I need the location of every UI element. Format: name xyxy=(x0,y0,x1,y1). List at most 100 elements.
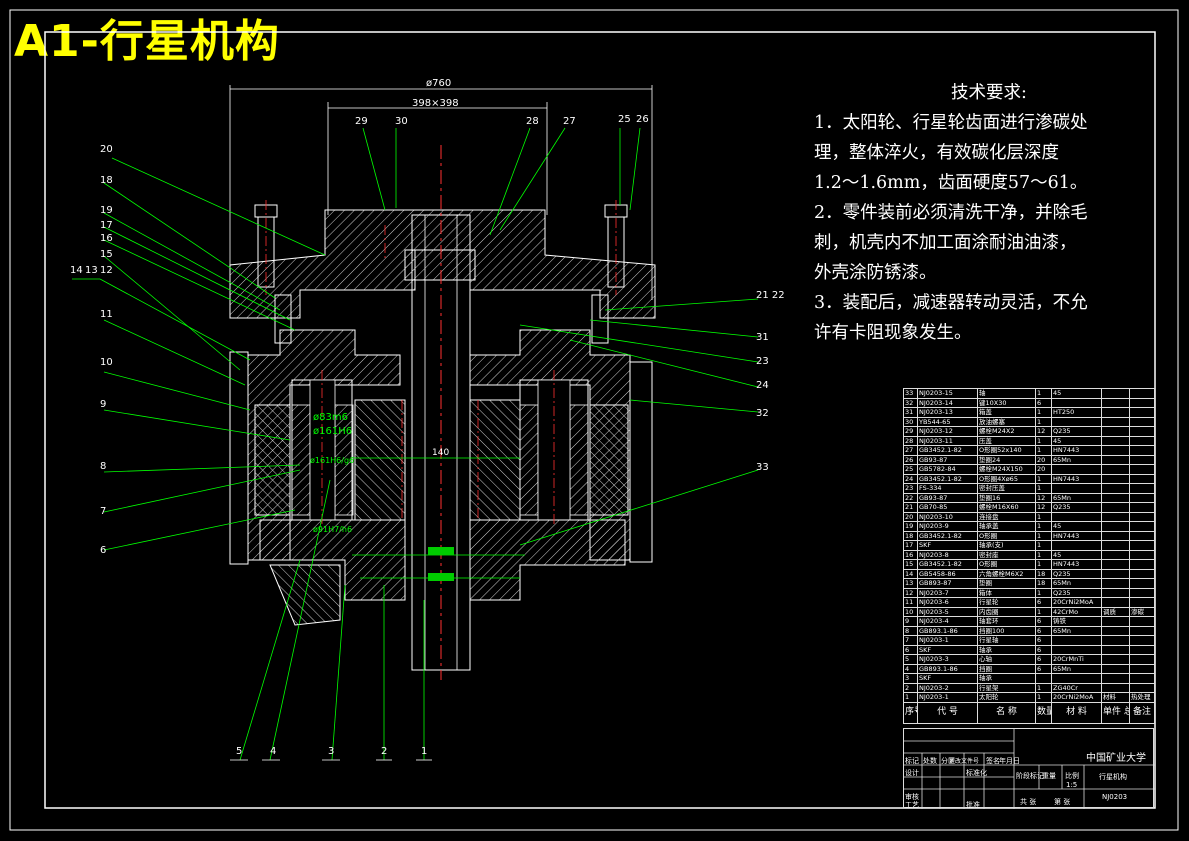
bom-cell xyxy=(1051,483,1102,494)
outer-border xyxy=(9,9,1179,831)
part-label-23: 23 xyxy=(756,356,769,367)
bom-cell: 行星轴 xyxy=(977,635,1036,646)
design-label: 设计 xyxy=(905,769,919,777)
bom-cell: 密封座 xyxy=(977,549,1036,560)
bom-cell: O形圈52x140 xyxy=(977,445,1036,456)
bom-header-cell: 名 称 xyxy=(977,701,1036,724)
bom-cell: 20 xyxy=(1035,464,1052,475)
part-label-8: 8 xyxy=(100,461,106,472)
bom-cell xyxy=(1129,388,1155,399)
bom-cell: 19 xyxy=(903,521,918,532)
bom-cell: 6 xyxy=(1035,397,1052,408)
bom-cell: GB893.1-86 xyxy=(917,663,978,674)
bom-cell xyxy=(1051,511,1102,522)
row-label-date: 年月日 xyxy=(999,757,1020,765)
bom-cell: 30 xyxy=(903,416,918,427)
bom-cell: 17 xyxy=(903,540,918,551)
bom-cell xyxy=(1129,464,1155,475)
dimension-overall-label: ø760 xyxy=(426,78,451,89)
bom-cell xyxy=(1101,445,1130,456)
bom-cell: GB893.1-86 xyxy=(917,625,978,636)
bom-cell: 心轴 xyxy=(977,654,1036,665)
bom-cell: 1 xyxy=(1035,587,1052,598)
tech-heading: 技术要求: xyxy=(951,83,1027,103)
center-dimension-label: 140 xyxy=(432,448,449,458)
bom-cell xyxy=(1101,492,1130,503)
tech-line: 2．零件装前必须清洗干净，并除毛 xyxy=(814,203,1088,223)
bom-cell xyxy=(1129,587,1155,598)
bom-cell: NJ0203-1 xyxy=(917,635,978,646)
part-label-26: 26 xyxy=(636,114,649,125)
bom-cell: NJ0203-3 xyxy=(917,654,978,665)
bom-cell xyxy=(1101,530,1130,541)
bom-cell xyxy=(1101,454,1130,465)
bom-cell: NJ0203-13 xyxy=(917,407,978,418)
bom-cell: 1 xyxy=(1035,416,1052,427)
row-label-change: 更改文件号 xyxy=(949,758,980,765)
bom-cell: 1 xyxy=(1035,388,1052,399)
bom-cell xyxy=(1129,597,1155,608)
bom-cell xyxy=(1129,483,1155,494)
bom-cell xyxy=(1101,540,1130,551)
bom-header-cell: 单件 总计 重量 xyxy=(1101,701,1130,724)
bom-cell xyxy=(1101,521,1130,532)
part-label-25: 25 xyxy=(618,114,631,125)
bom-cell: 调质 xyxy=(1101,606,1130,617)
bom-cell: 垫圈 xyxy=(977,578,1036,589)
bom-cell xyxy=(1129,397,1155,408)
bom-cell: 挡圈 xyxy=(977,663,1036,674)
bom-cell: HT250 xyxy=(1051,407,1102,418)
scale-value: 1:5 xyxy=(1066,781,1078,789)
weight-label: 重量 xyxy=(1042,772,1056,780)
bom-cell: 6 xyxy=(1035,663,1052,674)
bom-cell: 12 xyxy=(1035,426,1052,437)
bom-cell xyxy=(1129,635,1155,646)
part-label-28: 28 xyxy=(526,116,539,127)
bom-cell: 1 xyxy=(1035,473,1052,484)
bom-cell xyxy=(1101,464,1130,475)
bom-cell: NJ0203-15 xyxy=(917,388,978,399)
bom-cell: 9 xyxy=(903,616,918,627)
bom-cell: 轴承 xyxy=(977,673,1036,684)
bom-cell: 6 xyxy=(1035,635,1052,646)
part-label-13: 13 xyxy=(85,265,98,276)
bom-cell: 32 xyxy=(903,397,918,408)
bom-header-cell: 数量 xyxy=(1035,701,1052,724)
bom-cell xyxy=(1101,502,1130,513)
bom-cell: 键10X30 xyxy=(977,397,1036,408)
bom-cell: 行星轮 xyxy=(977,597,1036,608)
bom-cell: 45 xyxy=(1051,521,1102,532)
bom-cell: 20CrNi2MoA xyxy=(1051,597,1102,608)
part-label-21-22: 21 22 xyxy=(756,290,785,301)
bom-cell: GB5782-84 xyxy=(917,464,978,475)
bom-cell: 6 xyxy=(1035,616,1052,627)
fit-label-3: ø161H6/g6 xyxy=(310,456,354,465)
bom-cell xyxy=(1101,635,1130,646)
bom-cell: 轴 xyxy=(977,388,1036,399)
bom-cell: 23 xyxy=(903,483,918,494)
bom-header-cell: 材 料 xyxy=(1051,701,1102,724)
bom-header-cell: 序号 xyxy=(903,701,918,724)
bom-cell: GB893-87 xyxy=(917,578,978,589)
bom-cell: 1 xyxy=(1035,483,1052,494)
ring-gear xyxy=(254,404,629,516)
bom-cell: 16 xyxy=(903,549,918,560)
bom-cell xyxy=(1129,435,1155,446)
bom-cell: 6 xyxy=(1035,597,1052,608)
bom-cell xyxy=(1129,511,1155,522)
bom-cell xyxy=(1129,578,1155,589)
dimension-square-label: 398×398 xyxy=(412,98,459,109)
part-label-31: 31 xyxy=(756,332,769,343)
bom-cell: 1 xyxy=(1035,435,1052,446)
